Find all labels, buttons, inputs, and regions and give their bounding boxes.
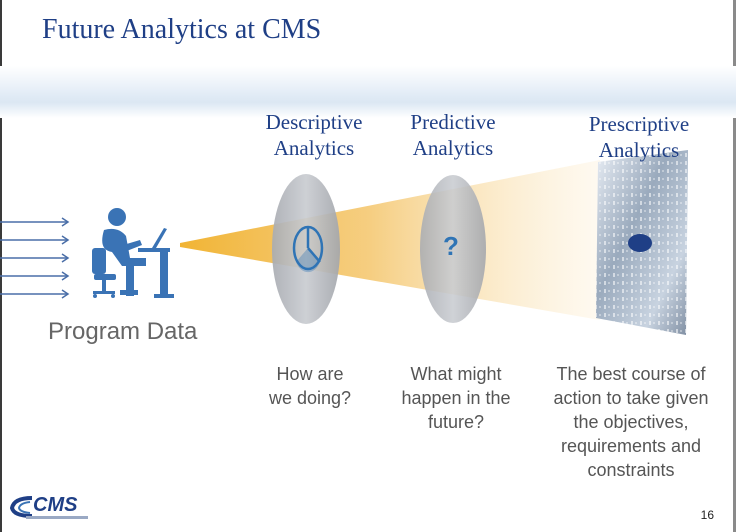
slide-border-right <box>733 0 736 532</box>
descriptive-heading-line2: Analytics <box>273 136 355 160</box>
predictive-lens <box>420 175 486 323</box>
cms-logo-tagline-bar <box>26 516 88 519</box>
person-at-computer-icon <box>92 208 174 298</box>
input-arrows <box>0 217 70 299</box>
target-dot-icon <box>628 234 652 252</box>
prescriptive-question-line: the objectives, <box>573 412 689 432</box>
prescriptive-heading-line2: Analytics <box>598 138 680 162</box>
predictive-question-line: happen in the <box>401 388 511 408</box>
stage-heading-prescriptive: Prescriptive Analytics <box>574 111 704 163</box>
stage-heading-descriptive: Descriptive Analytics <box>252 109 376 161</box>
descriptive-question-line: we doing? <box>268 388 352 408</box>
descriptive-question-line: How are <box>276 364 344 384</box>
cms-logo-text: CMS <box>33 494 78 516</box>
prescriptive-question: The best course of action to take given … <box>536 362 726 482</box>
cms-logo: CMS <box>8 494 90 524</box>
analytics-beam <box>180 160 600 320</box>
prescriptive-question-line: The best course of <box>556 364 706 384</box>
descriptive-lens <box>272 174 340 324</box>
predictive-heading-line2: Analytics <box>412 136 494 160</box>
stage-heading-predictive: Predictive Analytics <box>393 109 513 161</box>
program-data-label: Program Data <box>48 318 198 345</box>
pie-chart-icon <box>292 225 324 273</box>
header-band <box>0 66 736 118</box>
descriptive-question: How are we doing? <box>252 362 368 410</box>
predictive-heading-line1: Predictive <box>410 110 496 134</box>
prescriptive-question-line: constraints <box>587 460 675 480</box>
predictive-question-line: future? <box>427 412 485 432</box>
descriptive-heading-line1: Descriptive <box>265 110 363 134</box>
prescriptive-question-line: requirements and <box>560 436 702 456</box>
question-mark-icon: ? <box>443 231 459 261</box>
cms-logo-swoosh-icon <box>9 496 33 518</box>
slide-border-left <box>0 0 2 532</box>
page-number: 16 <box>700 508 714 522</box>
predictive-question: What might happen in the future? <box>388 362 524 434</box>
predictive-question-line: What might <box>410 364 502 384</box>
slide-title: Future Analytics at CMS <box>42 14 322 45</box>
prescriptive-heading-line1: Prescriptive <box>588 112 690 136</box>
prescriptive-question-line: action to take given <box>553 388 709 408</box>
